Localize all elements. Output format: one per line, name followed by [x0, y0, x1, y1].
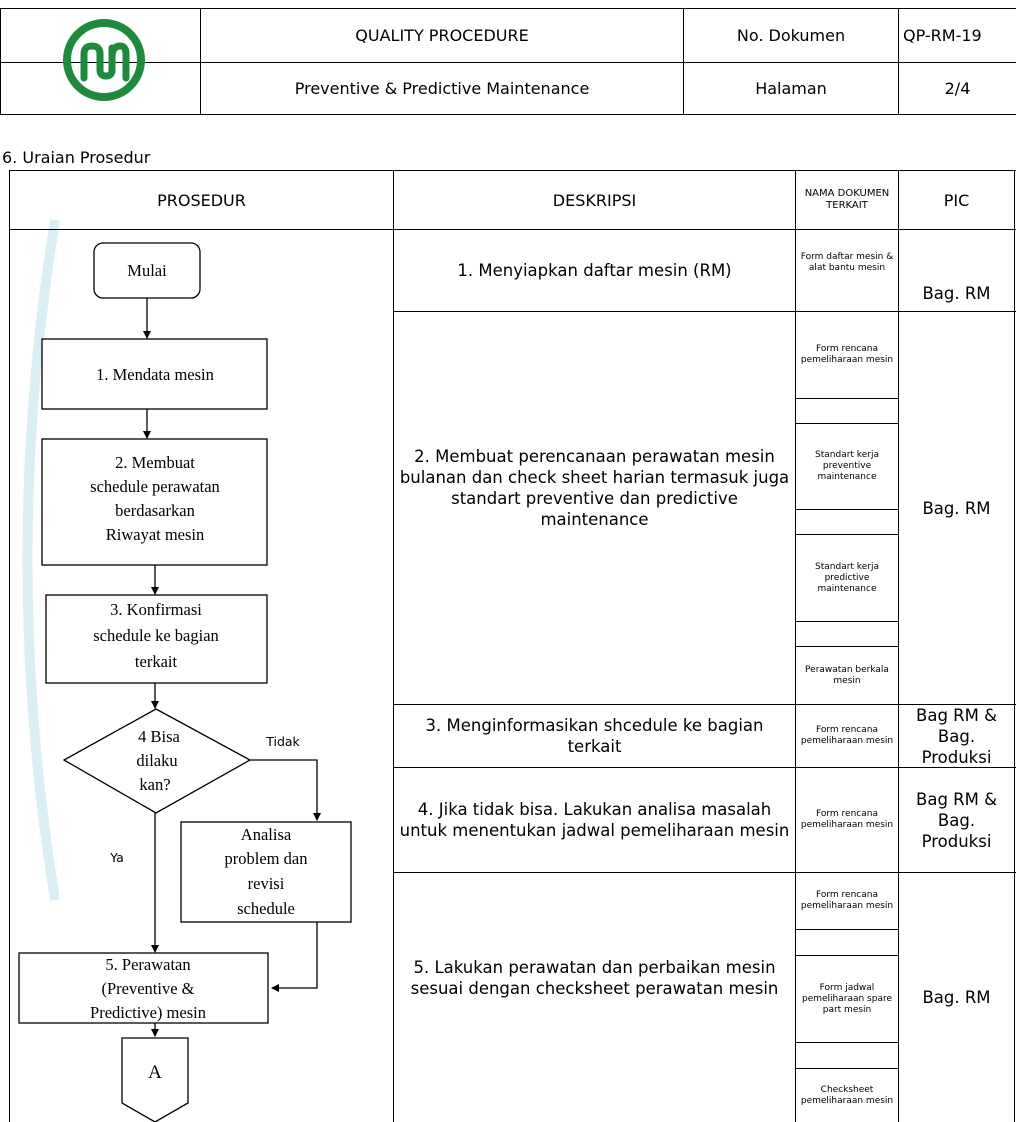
step2-line2: schedule perawatan [90, 477, 220, 496]
document-title: QUALITY PROCEDURE [355, 26, 529, 45]
watermark-arc [22, 219, 60, 901]
row2-document-2: Standart kerja preventive maintenance [815, 450, 879, 482]
header-pic: PIC [943, 190, 970, 210]
row5-pic: Bag. RM [922, 988, 991, 1007]
step5-line1: 5. Perawatan [105, 955, 190, 974]
row1-pic: Bag. RM [922, 283, 991, 303]
step1-label: 1. Mendata mesin [96, 365, 214, 384]
row1-document: Form daftar mesin & alat bantu mesin [800, 252, 894, 273]
no-label: Tidak [265, 734, 300, 749]
step3-line3: terkait [135, 652, 178, 671]
step5-line2: (Preventive & [101, 979, 194, 998]
analysis-line1: Analisa [241, 825, 292, 844]
analysis-box [180, 821, 352, 923]
row2-document-3: Standart kerja predictive maintenance [815, 561, 879, 594]
analysis-line2: problem dan [225, 849, 308, 868]
yes-label: Ya [109, 850, 124, 865]
step1-box [41, 338, 268, 410]
step5-box [18, 952, 269, 1024]
page-number-value: 2/4 [944, 79, 971, 98]
step3-line2: schedule ke bagian [93, 626, 219, 645]
connector-label: A [148, 1062, 162, 1083]
row4-pic: Bag RM & Bag. Produksi [916, 789, 997, 851]
decision-line1: 4 Bisa [138, 727, 180, 746]
doc-number-label: No. Dokumen [736, 26, 846, 45]
header-prosedur: PROSEDUR [157, 190, 246, 210]
row3-pic: Bag RM & Bag. Produksi [916, 705, 997, 767]
start-label: Mulai [127, 261, 167, 280]
header-deskripsi: DESKRIPSI [552, 190, 637, 210]
row5-document-3: Checksheet pemeliharaan mesin [800, 1084, 894, 1106]
step5-line3: Predictive) mesin [90, 1003, 206, 1022]
step2-box [41, 438, 268, 566]
row5-document-1: Form rencana pemeliharaan mesin [800, 890, 894, 911]
step2-line1: 2. Membuat [115, 453, 195, 472]
document-subtitle: Preventive & Predictive Maintenance [294, 79, 590, 98]
row5-description: 5. Lakukan perawatan dan perbaikan mesin… [410, 957, 779, 998]
row3-description: 3. Menginformasikan shcedule ke bagian t… [425, 716, 764, 756]
step3-line1: 3. Konfirmasi [110, 600, 202, 619]
header-nama-dokumen: NAMA DOKUMEN TERKAIT [804, 188, 890, 211]
row1-description: 1. Menyiapkan daftar mesin (RM) [457, 261, 732, 280]
section-title: 6. Uraian Prosedur [2, 148, 151, 167]
decision-line3: kan? [139, 775, 170, 794]
row4-description: 4. Jika tidak bisa. Lakukan analisa masa… [399, 800, 790, 840]
decision-line2: dilaku [136, 751, 177, 770]
row2-document-1: Form rencana pemeliharaan mesin [800, 344, 894, 365]
row2-document-4: Perawatan berkala mesin [805, 664, 889, 686]
row5-document-2: Form jadwal pemeliharaan spare part mesi… [801, 982, 893, 1015]
company-logo [63, 19, 145, 101]
step2-line3: berdasarkan [115, 501, 195, 520]
analysis-line4: schedule [237, 899, 295, 918]
row2-description: 2. Membuat perencanaan perawatan mesin b… [399, 447, 790, 529]
step2-line4: Riwayat mesin [106, 525, 205, 544]
analysis-line3: revisi [248, 874, 285, 893]
step3-box [45, 594, 268, 684]
offpage-connector [121, 1037, 189, 1122]
page-label: Halaman [755, 79, 827, 98]
row3-document: Form rencana pemeliharaan mesin [800, 725, 894, 746]
flowchart: Mulai 1. Mendata mesin 2. Membuat schedu… [18, 242, 352, 1122]
row2-pic: Bag. RM [922, 498, 991, 518]
row4-document: Form rencana pemeliharaan mesin [800, 809, 894, 830]
decision-diamond [62, 708, 252, 814]
doc-number-value: QP-RM-19 [903, 26, 982, 45]
